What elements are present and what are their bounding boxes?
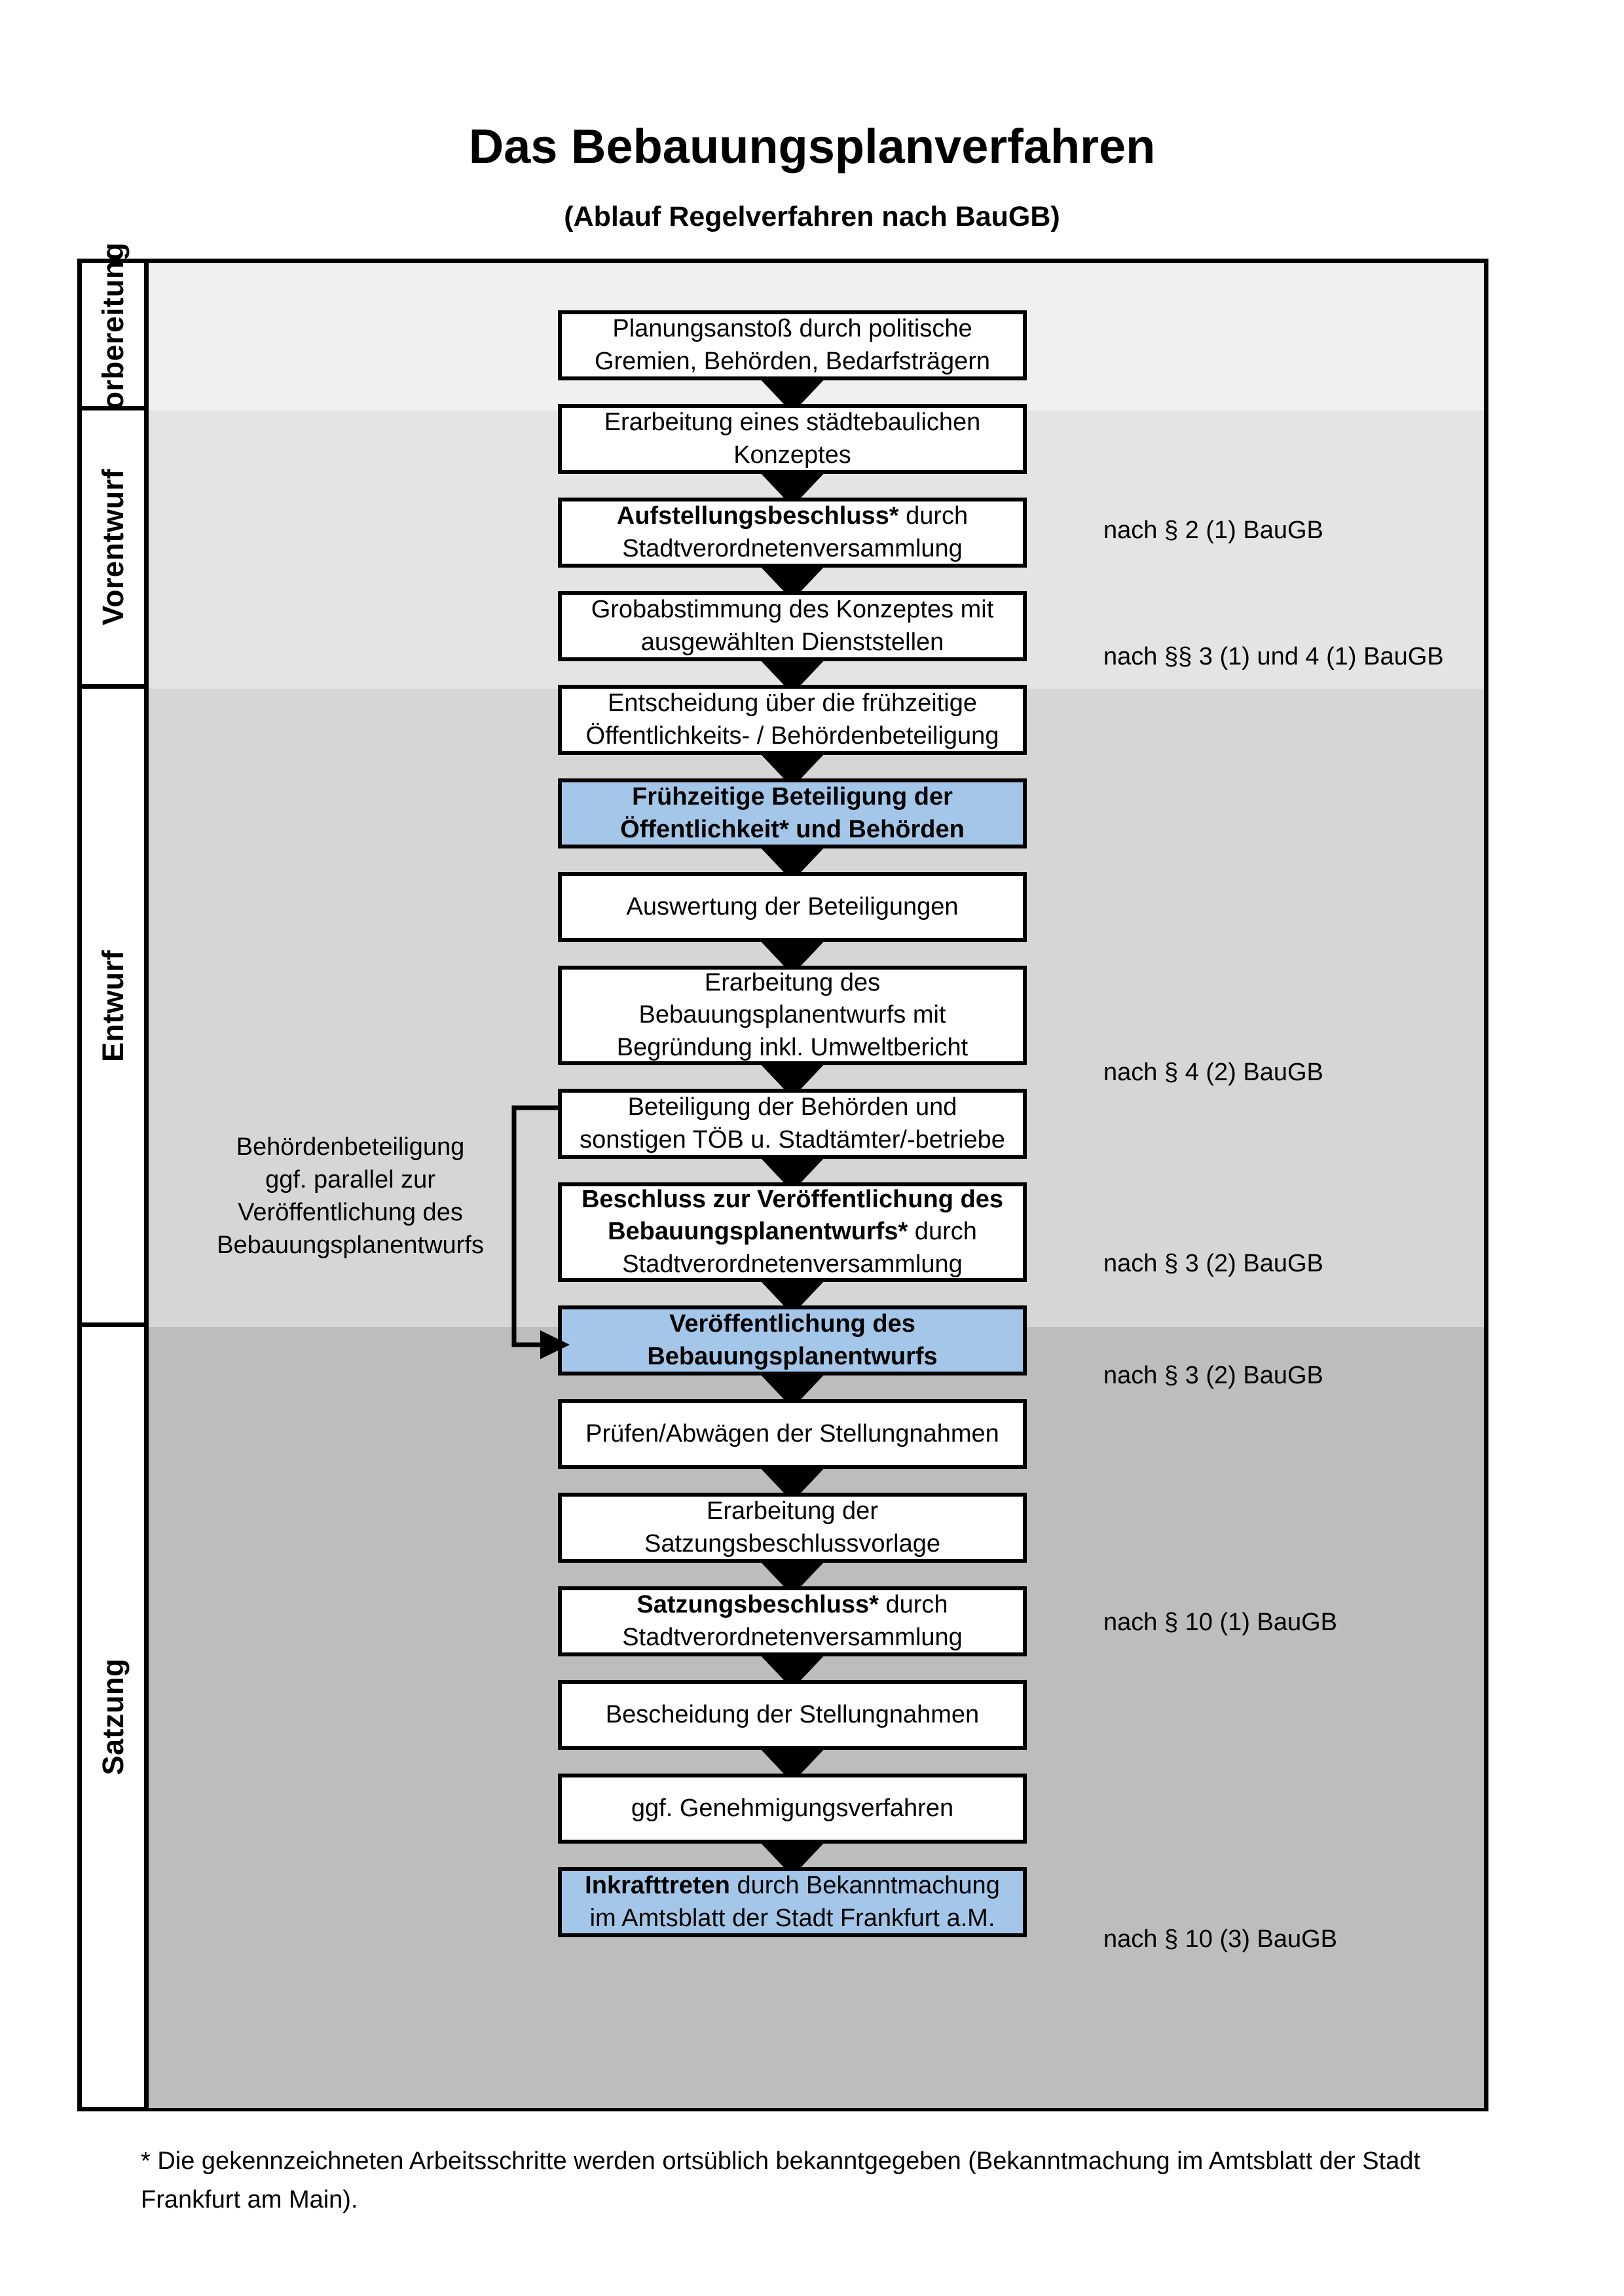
step-auswertung-beteiligungen[interactable]: Auswertung der Beteiligungen: [558, 872, 1027, 942]
phase-cell-entwurf: Entwurf: [82, 689, 144, 1327]
step-pruefen-abwaegen[interactable]: Prüfen/Abwägen der Stellungnahmen: [558, 1399, 1027, 1469]
phase-strip: Vorbereitung Vorentwurf Entwurf Satzung: [82, 242, 149, 2107]
legal-ref-par3-2-a: nach § 3 (2) BauGB: [1103, 1250, 1323, 1277]
step-inkrafttreten-text: Inkrafttreten durch Bekanntmachung im Am…: [585, 1872, 1000, 1932]
step-veroeffentlichung-entwurf[interactable]: Veröffentlichung des Bebauungsplanentwur…: [558, 1305, 1027, 1376]
step-planungsanstoss-text: Planungsanstoß durch politische Gremien,…: [594, 315, 991, 375]
step-grobabstimmung-text: Grobabstimmung des Konzeptes mit ausgewä…: [591, 596, 994, 656]
sidenote-behoerdenbeteiligung: Behördenbeteiligung ggf. parallel zur Ve…: [180, 1131, 521, 1262]
step-bescheidung-stellungnahmen[interactable]: Bescheidung der Stellungnahmen: [558, 1680, 1027, 1750]
step-planungsanstoss[interactable]: Planungsanstoß durch politische Gremien,…: [558, 310, 1027, 380]
step-inkrafttreten[interactable]: Inkrafttreten durch Bekanntmachung im Am…: [558, 1867, 1027, 1937]
legal-ref-par4-2: nach § 4 (2) BauGB: [1103, 1059, 1323, 1086]
page-header: Das Bebauungsplanverfahren (Ablauf Regel…: [0, 0, 1624, 233]
step-grobabstimmung[interactable]: Grobabstimmung des Konzeptes mit ausgewä…: [558, 591, 1027, 661]
step-erarbeitung-satzungsvorlage[interactable]: Erarbeitung der Satzungsbeschlussvorlage: [558, 1493, 1027, 1563]
step-bescheidung-stellungnahmen-text: Bescheidung der Stellungnahmen: [605, 1700, 980, 1728]
legal-ref-par3-1-4-1: nach §§ 3 (1) und 4 (1) BauGB: [1103, 643, 1444, 670]
page-title: Das Bebauungsplanverfahren: [468, 119, 1156, 173]
step-erarbeitung-entwurf[interactable]: Erarbeitung des Bebauungsplanentwurfs mi…: [558, 966, 1027, 1065]
phase-cell-satzung: Satzung: [82, 1327, 144, 2107]
step-genehmigungsverfahren[interactable]: ggf. Genehmigungsverfahren: [558, 1774, 1027, 1844]
sidenote-line-4: Bebauungsplanentwurfs: [217, 1231, 484, 1260]
step-staedtebauliches-konzept[interactable]: Erarbeitung eines städtebaulichen Konzep…: [558, 404, 1027, 474]
step-auswertung-beteiligungen-text: Auswertung der Beteiligungen: [626, 892, 959, 920]
step-beteiligung-behoerden-text: Beteiligung der Behörden und sonstigen T…: [580, 1093, 1005, 1154]
legal-ref-par10-3: nach § 10 (3) BauGB: [1103, 1925, 1337, 1953]
page-subtitle: (Ablauf Regelverfahren nach BauGB): [564, 200, 1060, 232]
step-fruehzeitige-beteiligung[interactable]: Frühzeitige Beteiligung der Öffentlichke…: [558, 778, 1027, 848]
step-genehmigungsverfahren-text: ggf. Genehmigungsverfahren: [631, 1794, 954, 1822]
step-beteiligung-behoerden[interactable]: Beteiligung der Behörden und sonstigen T…: [558, 1089, 1027, 1159]
phase-cell-vorbereitung: Vorbereitung: [82, 242, 144, 427]
legal-ref-par3-2-b: nach § 3 (2) BauGB: [1103, 1362, 1323, 1389]
step-beschluss-veroeffentlichung-text: Beschluss zur Veröffentlichung des Bebau…: [581, 1185, 1004, 1278]
sidenote-line-3: Veröffentlichung des: [238, 1199, 463, 1227]
step-erarbeitung-entwurf-text: Erarbeitung des Bebauungsplanentwurfs mi…: [616, 968, 969, 1061]
step-beschluss-veroeffentlichung[interactable]: Beschluss zur Veröffentlichung des Bebau…: [558, 1182, 1027, 1282]
legal-ref-par10-1: nach § 10 (1) BauGB: [1103, 1609, 1337, 1636]
step-fruehzeitige-beteiligung-text: Frühzeitige Beteiligung der Öffentlichke…: [620, 783, 965, 843]
step-aufstellungsbeschluss[interactable]: Aufstellungsbeschluss* durch Stadtverord…: [558, 498, 1027, 568]
step-satzungsbeschluss[interactable]: Satzungsbeschluss* durch Stadtverordnete…: [558, 1586, 1027, 1656]
sidenote-line-1: Behördenbeteiligung: [236, 1133, 465, 1161]
step-satzungsbeschluss-text: Satzungsbeschluss* durch Stadtverordnete…: [622, 1591, 963, 1651]
footnote: * Die gekennzeichneten Arbeitsschritte w…: [141, 2147, 1420, 2214]
flowchart-frame: Vorbereitung Vorentwurf Entwurf Satzung …: [77, 242, 1488, 2111]
flow-nodes: Planungsanstoß durch politische Gremien,…: [82, 263, 1484, 2107]
step-aufstellungsbeschluss-text: Aufstellungsbeschluss* durch Stadtverord…: [616, 502, 969, 562]
step-entscheidung-fruehzeitige-text: Entscheidung über die frühzeitige Öffent…: [585, 689, 999, 750]
step-erarbeitung-satzungsvorlage-text: Erarbeitung der Satzungsbeschlussvorlage: [644, 1497, 941, 1558]
step-veroeffentlichung-entwurf-text: Veröffentlichung des Bebauungsplanentwur…: [647, 1310, 938, 1370]
step-pruefen-abwaegen-text: Prüfen/Abwägen der Stellungnahmen: [585, 1419, 999, 1448]
legal-ref-par2-1: nach § 2 (1) BauGB: [1103, 517, 1323, 544]
step-staedtebauliches-konzept-text: Erarbeitung eines städtebaulichen Konzep…: [604, 409, 981, 469]
step-entscheidung-fruehzeitige[interactable]: Entscheidung über die frühzeitige Öffent…: [558, 685, 1027, 755]
sidenote-line-2: ggf. parallel zur: [265, 1166, 435, 1194]
phase-cell-vorentwurf: Vorentwurf: [82, 410, 144, 689]
